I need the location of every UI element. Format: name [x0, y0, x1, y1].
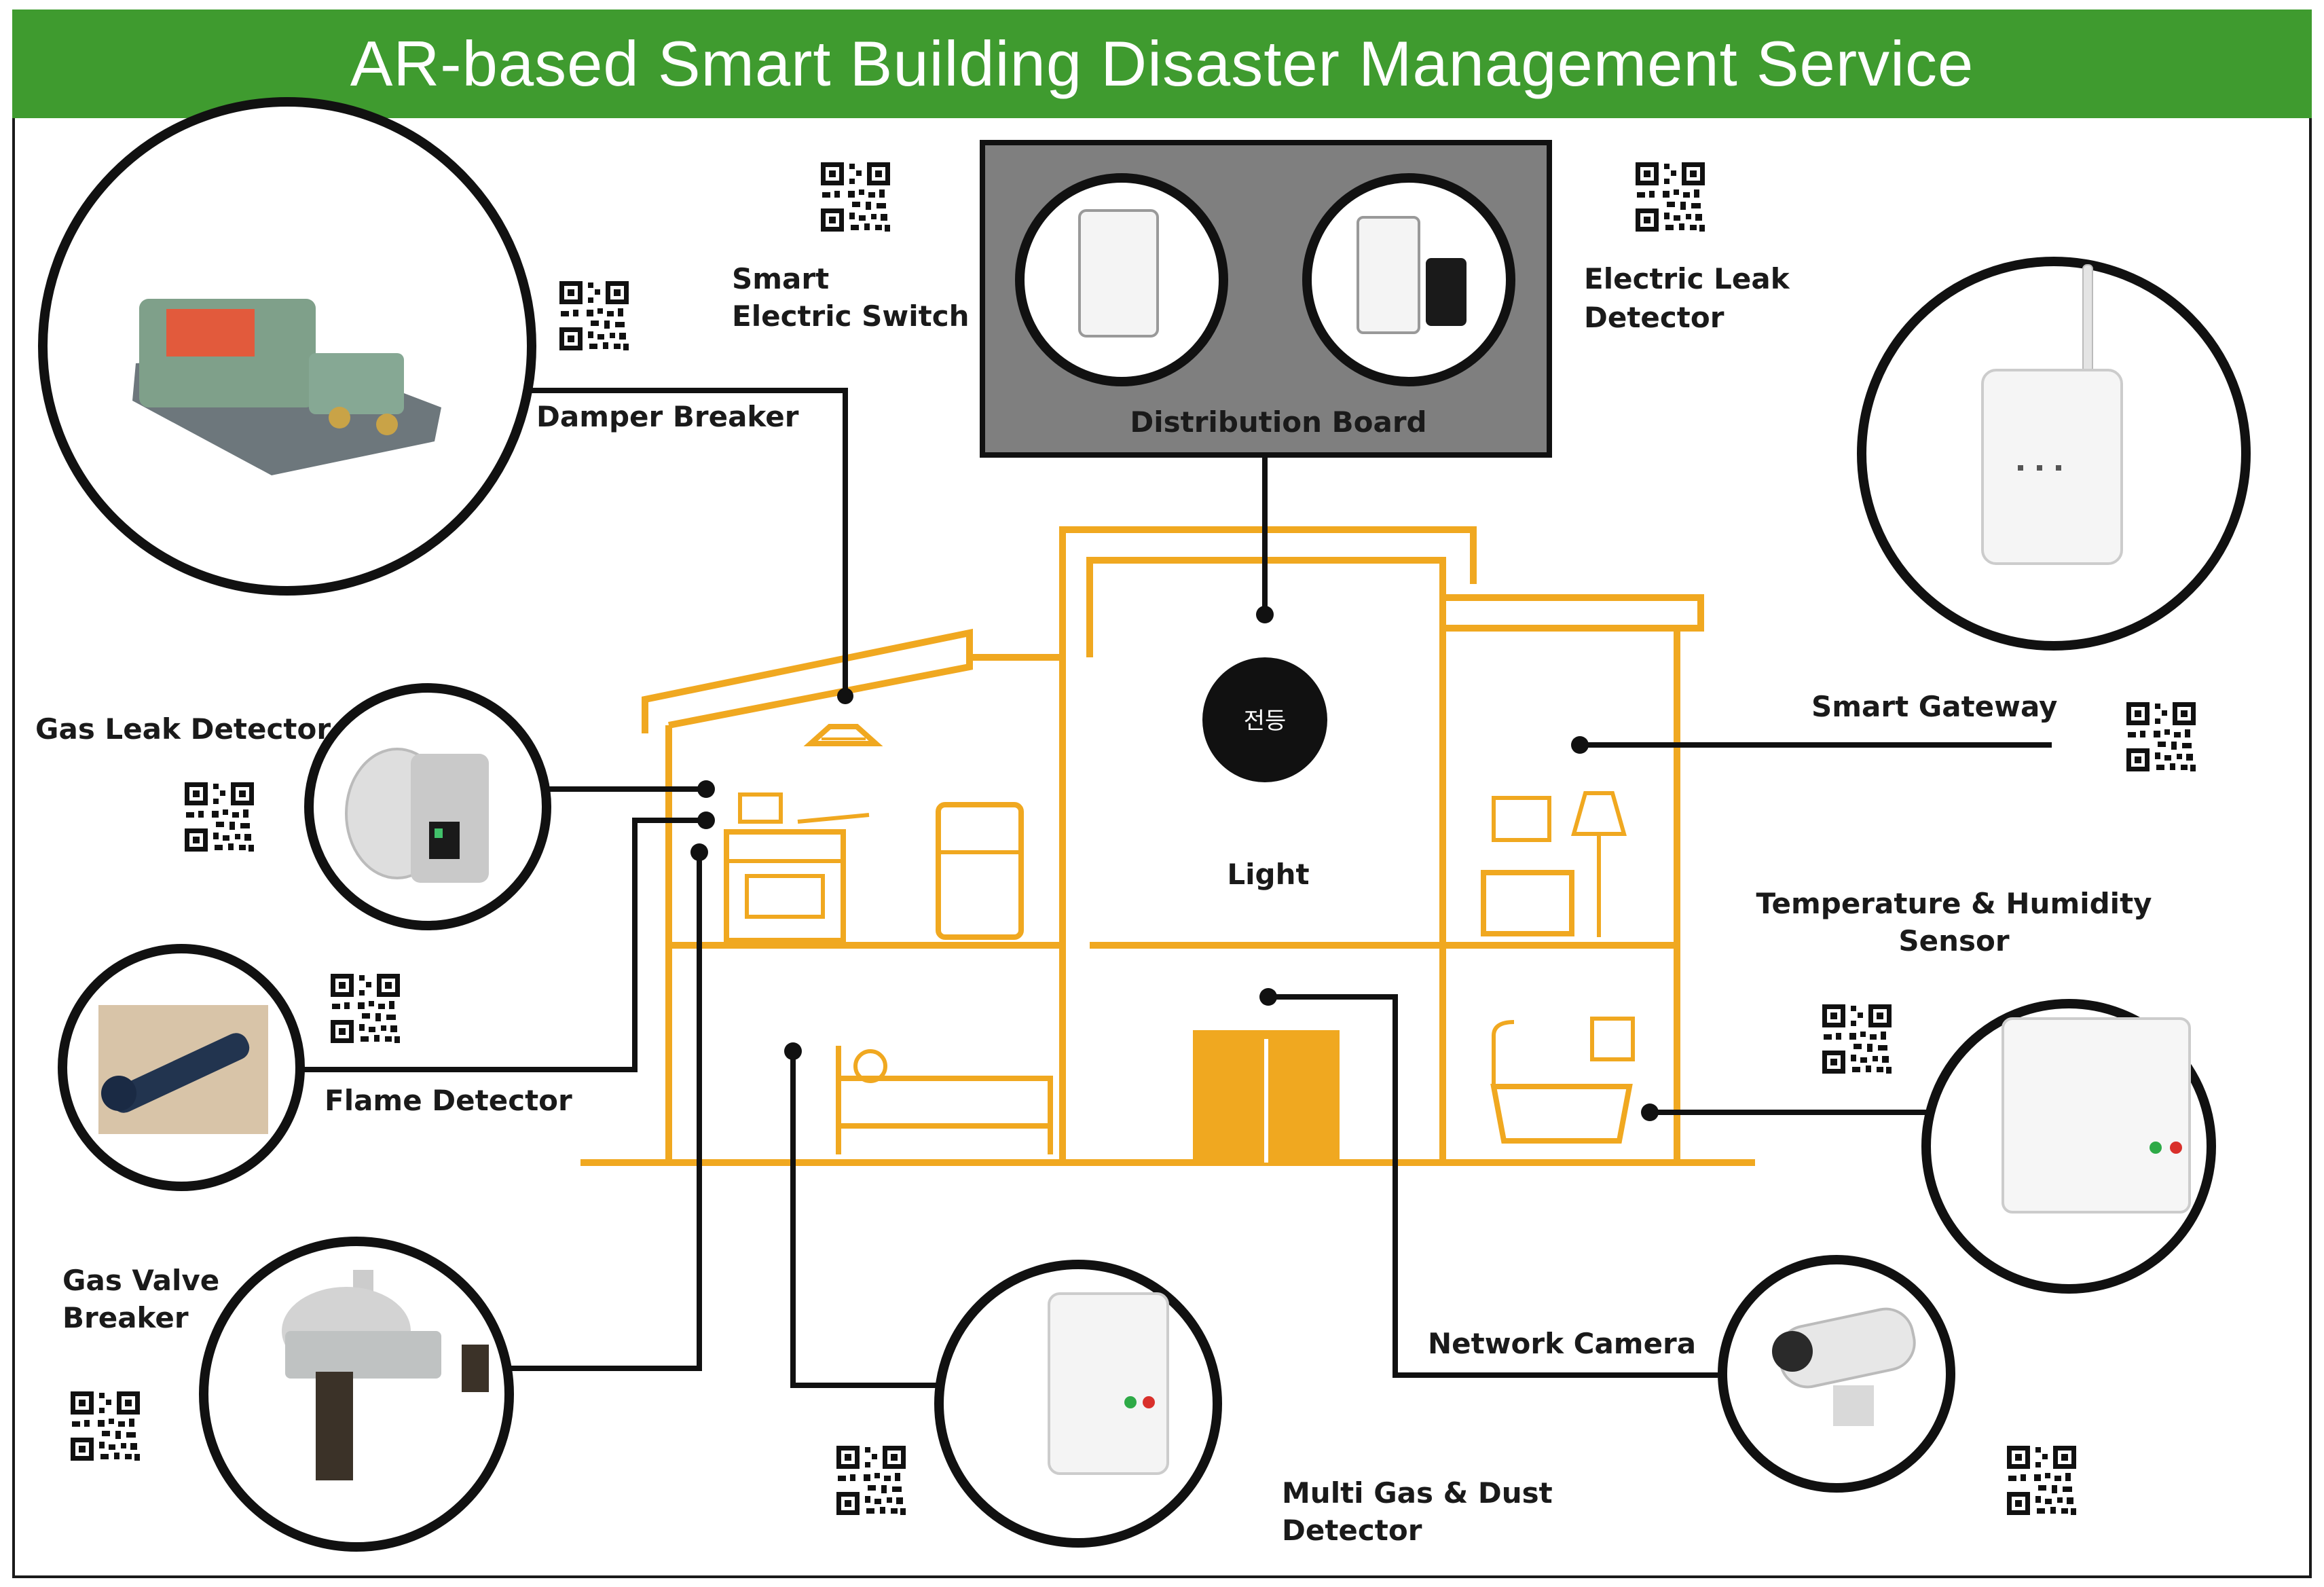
light-icon-text: 전등 — [1244, 708, 1287, 735]
gas-valve-label-line2: Breaker — [62, 1301, 189, 1334]
qr-code-flame-detector — [328, 971, 403, 1046]
light-fixture: 전등 Light — [1202, 657, 1327, 891]
qr-code-network-camera — [2004, 1443, 2079, 1518]
flame-detector-device — [58, 944, 305, 1191]
connection-lines — [295, 388, 2052, 1388]
light-label: Light — [1227, 858, 1309, 891]
distribution-board: Distribution Board — [980, 140, 1552, 458]
smart-gateway-label: Smart Gateway — [1811, 690, 2057, 723]
qr-code-smart-switch — [818, 160, 893, 234]
house-illustration — [580, 526, 1755, 1166]
qr-code-temp-humidity — [1820, 1002, 1894, 1076]
electric-leak-label-line2: Detector — [1584, 301, 1724, 334]
connection-dots — [690, 688, 1659, 1121]
smart-gateway-device — [1857, 257, 2251, 651]
temp-humidity-label-line1: Temperature & Humidity — [1756, 887, 2152, 920]
multi-gas-dust-detector-device — [934, 1260, 1222, 1548]
title-bar: AR-based Smart Building Disaster Managem… — [12, 10, 2312, 118]
multi-gas-label-line1: Multi Gas & Dust — [1282, 1476, 1553, 1510]
qr-code-smart-gateway — [2124, 699, 2198, 774]
network-camera-label: Network Camera — [1428, 1327, 1696, 1360]
gas-leak-detector-label: Gas Leak Detector — [35, 712, 331, 746]
damper-breaker-label: Damper Breaker — [536, 400, 799, 433]
distribution-board-label: Distribution Board — [1130, 405, 1426, 439]
page-title: AR-based Smart Building Disaster Managem… — [350, 28, 1974, 99]
qr-code-gas-leak — [182, 780, 257, 854]
network-camera-device — [1718, 1255, 1955, 1493]
gas-valve-label-line1: Gas Valve — [62, 1264, 219, 1297]
qr-code-electric-leak — [1633, 160, 1708, 234]
temp-humidity-label-line2: Sensor — [1898, 924, 2009, 957]
qr-code-multi-gas — [834, 1443, 908, 1518]
flame-detector-label: Flame Detector — [325, 1084, 572, 1117]
qr-code-gas-valve — [68, 1389, 143, 1463]
temperature-humidity-sensor-device — [1921, 999, 2216, 1294]
qr-code-damper-breaker — [557, 278, 631, 353]
gas-leak-detector-device — [304, 683, 551, 930]
damper-breaker-device — [38, 97, 536, 596]
smart-switch-label-line1: Smart — [732, 262, 829, 295]
electric-leak-label-line1: Electric Leak — [1584, 262, 1790, 295]
gas-valve-breaker-device — [199, 1237, 514, 1552]
smart-switch-label-line2: Electric Switch — [732, 299, 970, 333]
multi-gas-label-line2: Detector — [1282, 1514, 1422, 1547]
